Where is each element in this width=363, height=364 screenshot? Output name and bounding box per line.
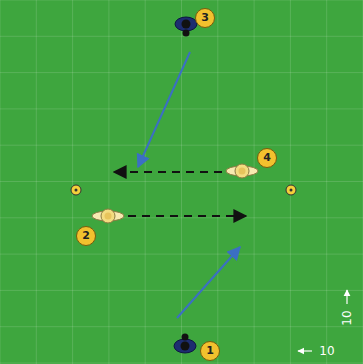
callout-number: 3 <box>195 8 215 28</box>
blue-player <box>174 334 196 354</box>
pass-arrow <box>114 171 222 173</box>
grid-line <box>0 326 363 327</box>
blue-player <box>175 17 197 37</box>
pass-arrow <box>128 215 246 217</box>
yellow-player <box>92 209 124 223</box>
callout-number: 2 <box>76 226 96 246</box>
grid-line <box>0 145 363 146</box>
grid-line <box>0 181 363 182</box>
scale-label: 10 <box>340 310 354 325</box>
callout-number: 1 <box>200 341 220 361</box>
grid-line <box>0 290 363 291</box>
scale-arrow <box>346 290 347 304</box>
grid-line <box>0 36 363 37</box>
grid-line <box>0 254 363 255</box>
cone <box>286 185 296 195</box>
grid-line <box>0 0 363 1</box>
run-arrow <box>138 52 190 167</box>
grid-line <box>0 363 363 364</box>
run-arrow <box>177 247 240 318</box>
yellow-player <box>226 164 258 178</box>
scale-arrow <box>298 350 312 351</box>
grid-line <box>0 217 363 218</box>
cone <box>71 185 81 195</box>
callout-number: 4 <box>257 148 277 168</box>
scale-label: 10 <box>319 344 334 358</box>
grid-line <box>0 108 363 109</box>
